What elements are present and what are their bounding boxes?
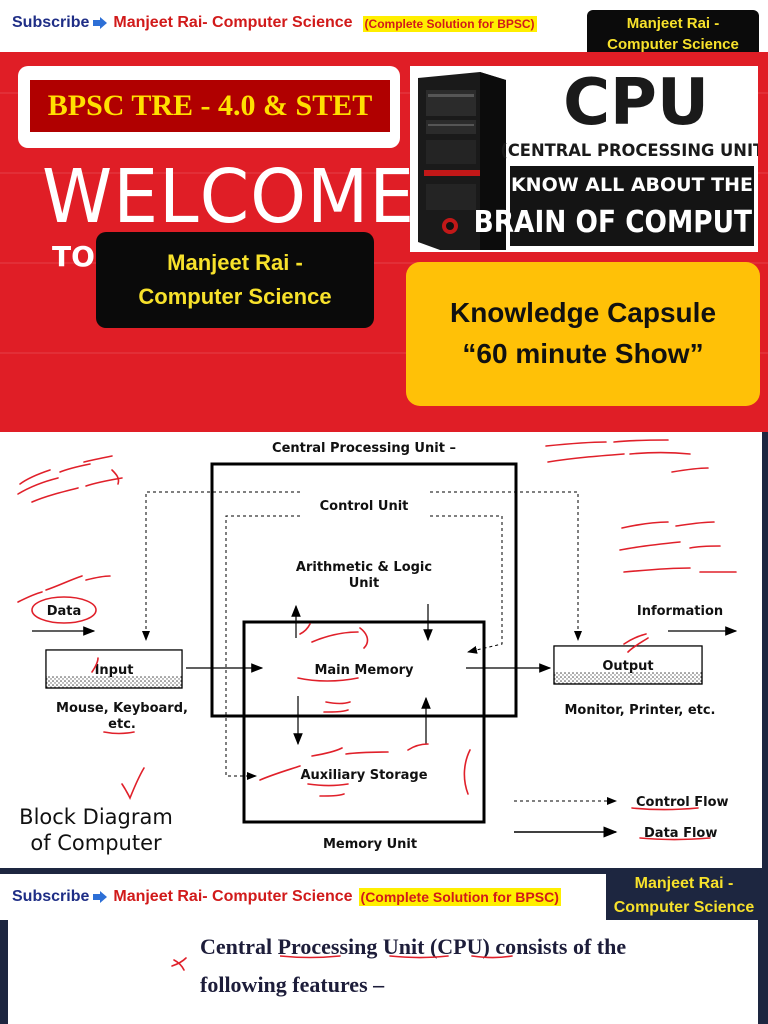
data-label: Data — [47, 604, 82, 619]
memory-unit-label: Memory Unit — [323, 837, 417, 852]
cpu-box — [210, 462, 518, 718]
cpu-thumbnail: CPU (CENTRAL PROCESSING UNIT) KNOW ALL A… — [410, 66, 768, 252]
channel-name: Manjeet Rai- Computer Science — [113, 14, 353, 31]
alu-label-1: Arithmetic & Logic — [296, 560, 432, 575]
input-devices-2: etc. — [108, 717, 136, 732]
input-devices-1: Mouse, Keyboard, — [56, 701, 188, 716]
alu-label-2: Unit — [349, 576, 379, 591]
thumbnail-line-2: BRAIN OF COMPUTER — [474, 204, 758, 239]
control-unit-label: Control Unit — [320, 499, 409, 514]
top-subscribe-bar: Subscribe Manjeet Rai- Computer Science … — [0, 0, 580, 52]
presenter-line-1: Manjeet Rai - — [167, 249, 303, 275]
thumbnail-subtitle: (CENTRAL PROCESSING UNIT) — [500, 141, 758, 160]
main-memory-label: Main Memory — [314, 663, 414, 678]
memory-unit-box — [242, 620, 486, 824]
legend-control-label: Control Flow — [636, 795, 729, 810]
content-annotations — [171, 957, 187, 971]
information-label: Information — [637, 604, 723, 619]
channel-badge-bottom: Manjeet Rai - Computer Science — [608, 870, 760, 922]
exam-title: BPSC TRE - 4.0 & STET — [30, 80, 390, 132]
caption-line-2: of Computer — [30, 831, 162, 855]
block-diagram-svg: Central Processing Unit – Control Unit A… — [17, 439, 738, 855]
solution-tag-bottom: (Complete Solution for BPSC) — [358, 888, 561, 906]
capsule-line-2: “60 minute Show” — [462, 338, 704, 369]
caption-line-1: Block Diagram — [19, 805, 173, 829]
cpu-features-heading: Central Processing Unit (CPU) consists o… — [200, 928, 720, 1004]
presenter-line-2: Computer Science — [138, 284, 332, 309]
content-edge-right — [758, 920, 768, 1024]
cpu-label: Central Processing Unit – — [272, 441, 456, 456]
auxiliary-storage-label: Auxiliary Storage — [300, 768, 427, 783]
content-underline — [280, 955, 513, 959]
badge-bottom-line-1: Manjeet Rai - — [634, 875, 734, 892]
channel-name-bottom: Manjeet Rai- Computer Science — [113, 888, 353, 905]
arrow-right-icon — [93, 17, 108, 29]
thumbnail-title: CPU — [563, 66, 709, 140]
output-label: Output — [602, 659, 653, 674]
knowledge-capsule: Knowledge Capsule “60 minute Show” — [406, 262, 760, 406]
block-diagram: Central Processing Unit – Control Unit A… — [0, 432, 762, 868]
badge-bottom-line-2: Computer Science — [613, 899, 755, 916]
presenter-box: Manjeet Rai - Computer Science — [96, 232, 374, 328]
output-devices: Monitor, Printer, etc. — [564, 703, 715, 718]
legend-data-label: Data Flow — [644, 826, 717, 841]
badge-line-2: Computer Science — [607, 36, 739, 53]
welcome-to: TO — [52, 240, 95, 273]
capsule-line-1: Knowledge Capsule — [449, 297, 717, 329]
bottom-subscribe-bar: Subscribe Manjeet Rai- Computer Science … — [0, 874, 606, 920]
diagram-edge — [762, 432, 768, 868]
channel-badge-top: Manjeet Rai - Computer Science — [587, 10, 759, 58]
handwritten-annotations — [17, 439, 737, 841]
thumbnail-line-1: KNOW ALL ABOUT THE — [511, 174, 753, 196]
subscribe-label-bottom[interactable]: Subscribe — [12, 888, 90, 905]
badge-line-1: Manjeet Rai - — [626, 15, 720, 32]
cpu-tower-illustration: CPU (CENTRAL PROCESSING UNIT) KNOW ALL A… — [410, 66, 768, 252]
arrow-right-icon — [93, 891, 108, 903]
solution-tag: (Complete Solution for BPSC) — [362, 16, 537, 32]
content-panel — [8, 920, 758, 1024]
features-line-1: Central Processing Unit (CPU) consists o… — [200, 934, 627, 959]
subscribe-label[interactable]: Subscribe — [12, 14, 90, 31]
content-edge-left — [0, 920, 8, 1024]
input-label: Input — [95, 663, 134, 678]
welcome-heading: WELCOME — [42, 154, 416, 240]
features-line-2: following features – — [200, 972, 385, 997]
